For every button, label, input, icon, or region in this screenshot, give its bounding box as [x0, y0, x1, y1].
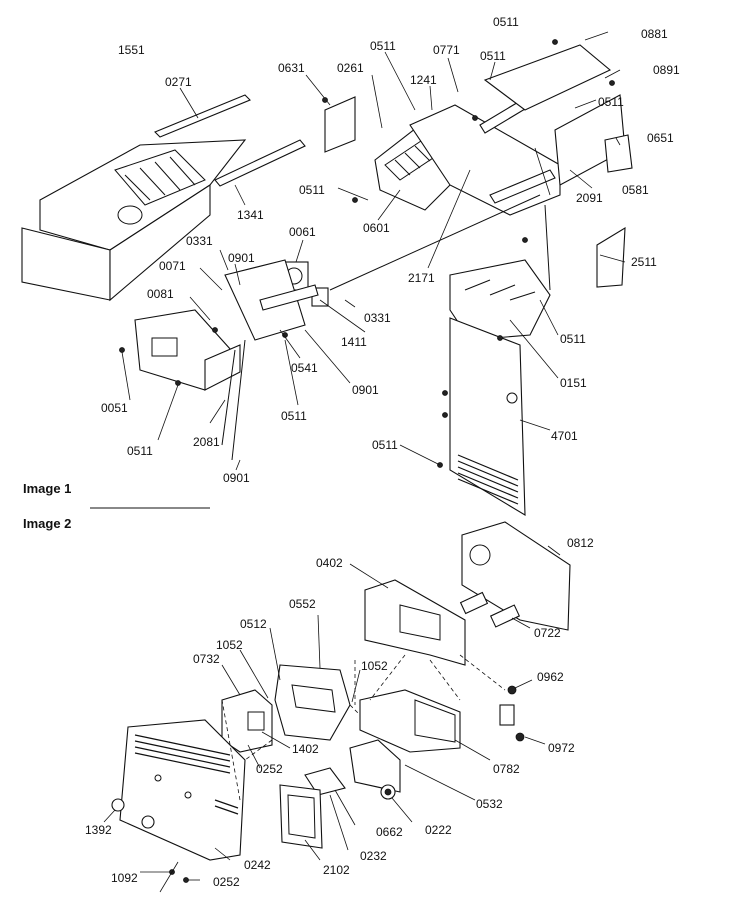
label-0511-c: 0511 [493, 15, 519, 29]
label-0732: 0732 [193, 652, 220, 666]
upper-right-bracket [483, 44, 633, 186]
label-0552: 0552 [289, 597, 316, 611]
label-0972: 0972 [548, 741, 575, 755]
rod-0901 [231, 339, 246, 461]
label-0722: 0722 [534, 626, 561, 640]
housing-0552 [274, 664, 351, 741]
label-0601: 0601 [363, 221, 390, 235]
label-1392: 1392 [85, 823, 112, 837]
label-0232: 0232 [360, 849, 387, 863]
label-0222: 0222 [425, 823, 452, 837]
label-0962: 0962 [537, 670, 564, 684]
label-0901-c: 0901 [223, 471, 250, 485]
label-1341: 1341 [237, 208, 264, 222]
label-1402: 1402 [292, 742, 319, 756]
label-0402: 0402 [316, 556, 343, 570]
screw-set-image1 [119, 39, 615, 468]
plate-2102 [279, 784, 323, 849]
label-2511: 2511 [631, 255, 657, 269]
label-0511-a: 0511 [370, 39, 396, 53]
label-0242: 0242 [244, 858, 271, 872]
label-0511-f: 0511 [560, 332, 586, 346]
leader-lines-image2 [103, 545, 561, 893]
label-0511-d: 0511 [598, 95, 624, 109]
caption-image-2: Image 2 [23, 516, 71, 531]
dashed-guides-image2 [221, 654, 506, 801]
label-1241: 1241 [410, 73, 437, 87]
trim-2511 [596, 226, 626, 288]
label-0771: 0771 [433, 43, 460, 57]
label-0512: 0512 [240, 617, 267, 631]
label-0532: 0532 [476, 797, 503, 811]
small-part-0662 [304, 767, 346, 796]
label-2091: 2091 [576, 191, 603, 205]
front-panel-0242 [119, 719, 246, 861]
door-0782 [359, 689, 461, 753]
auger-shaft [329, 194, 541, 291]
knob-1392 [111, 798, 155, 829]
panel-4701 [449, 317, 526, 516]
label-0891: 0891 [653, 63, 680, 77]
label-0261: 0261 [337, 61, 364, 75]
label-0071: 0071 [159, 259, 186, 273]
flap-0532 [349, 739, 401, 793]
leader-lines-image1 [121, 31, 626, 471]
label-0881: 0881 [641, 27, 668, 41]
rod-2081 [221, 349, 236, 446]
rail-0271 [154, 87, 251, 138]
label-0151: 0151 [560, 376, 587, 390]
cylinders-0722 [459, 591, 521, 628]
gear-0222 [380, 784, 396, 800]
label-4701: 4701 [551, 429, 578, 443]
label-0511-i: 0511 [372, 438, 398, 452]
front-vent [134, 734, 231, 774]
bracket-plate-0901 [224, 259, 319, 341]
label-1052-a: 1052 [216, 638, 243, 652]
housing-0151 [449, 259, 551, 341]
label-0061: 0061 [289, 225, 316, 239]
label-0541: 0541 [291, 361, 318, 375]
caption-image-1: Image 1 [23, 481, 71, 496]
ice-bin-assembly [21, 139, 247, 302]
cover-0051 [134, 309, 241, 391]
label-1411: 1411 [341, 335, 367, 349]
label-0511-b: 0511 [480, 49, 506, 63]
bolts-0962-0972 [499, 685, 525, 742]
label-0631: 0631 [278, 61, 305, 75]
label-2171: 2171 [408, 271, 435, 285]
label-0901-b: 0901 [352, 383, 379, 397]
label-0511-e: 0511 [299, 183, 325, 197]
label-1052-b: 1052 [361, 659, 388, 673]
label-0651: 0651 [647, 131, 674, 145]
rod [544, 204, 551, 291]
label-0782: 0782 [493, 762, 520, 776]
vent-grille [457, 454, 519, 505]
label-0511-h: 0511 [127, 444, 153, 458]
label-2081: 2081 [193, 435, 220, 449]
label-0271: 0271 [165, 75, 192, 89]
label-0901-a: 0901 [228, 251, 255, 265]
label-2102: 2102 [323, 863, 350, 877]
label-1092: 1092 [111, 871, 138, 885]
back-bracket-0812 [461, 521, 571, 631]
label-0662: 0662 [376, 825, 403, 839]
label-0081: 0081 [147, 287, 174, 301]
bracket-0631 [305, 74, 356, 153]
label-0812: 0812 [567, 536, 594, 550]
label-0252-a: 0252 [256, 762, 283, 776]
label-0581: 0581 [622, 183, 649, 197]
label-0252-b: 0252 [213, 875, 240, 889]
label-1551: 1551 [118, 43, 145, 57]
rail-1341 [214, 139, 306, 206]
label-0331-b: 0331 [364, 311, 391, 325]
chute-0402 [364, 579, 466, 666]
label-0051: 0051 [101, 401, 128, 415]
label-0511-g: 0511 [281, 409, 307, 423]
label-0331-a: 0331 [186, 234, 213, 248]
